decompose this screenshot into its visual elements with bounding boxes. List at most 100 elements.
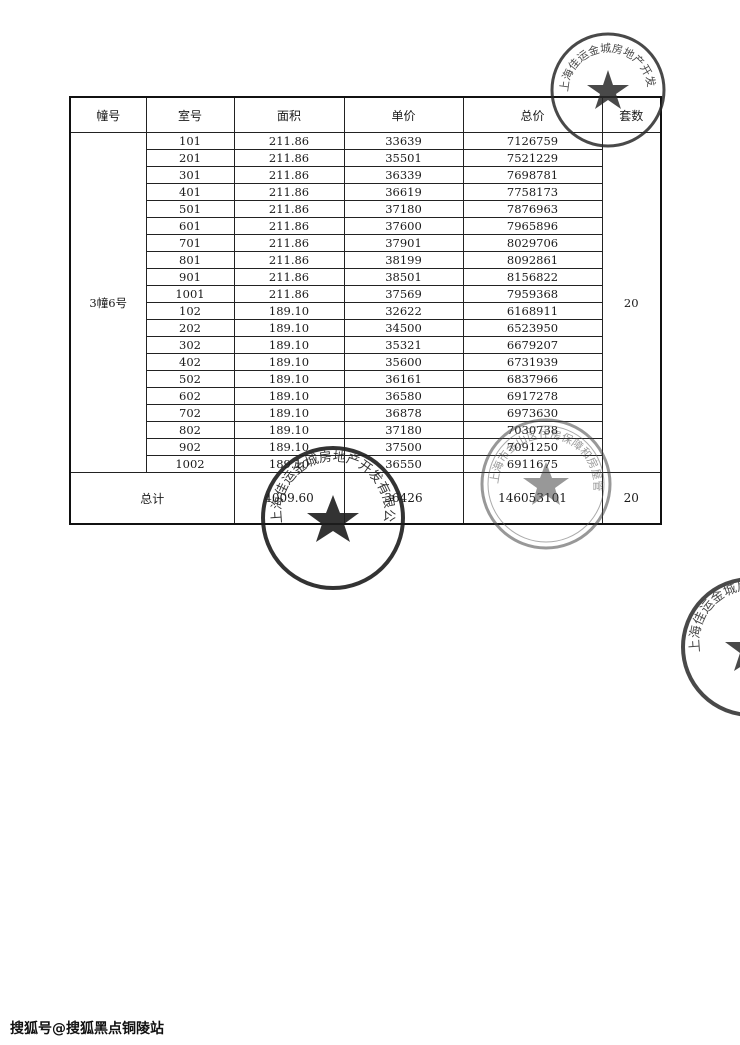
unit-price-cell: 36161: [343, 370, 464, 388]
unit-price-cell: 37569: [343, 285, 464, 303]
area-cell: 211.86: [233, 285, 345, 303]
unit-price-cell: 37180: [343, 200, 464, 218]
total-row: 总计 4009.60 36426 146053101 20: [69, 472, 662, 525]
total-price-cell: 6523950: [462, 319, 603, 337]
area-cell: 211.86: [233, 132, 345, 150]
room-cell: 501: [145, 200, 235, 218]
svg-text:上海佳运金城房地产开发有限公司: 上海佳运金城房地产开发有限公司: [548, 30, 659, 92]
total-price-cell: 6973630: [462, 404, 603, 422]
room-cell: 701: [145, 234, 235, 252]
area-cell: 189.10: [233, 387, 345, 405]
area-cell: 189.10: [233, 302, 345, 320]
total-price-cell: 7698781: [462, 166, 603, 184]
unit-price-cell: 34500: [343, 319, 464, 337]
room-cell: 801: [145, 251, 235, 269]
unit-price-cell: 35501: [343, 149, 464, 167]
area-cell: 211.86: [233, 268, 345, 286]
seal-text: 上海佳运金城房地产开发有限公司: [548, 30, 659, 92]
unit-price-cell: 36580: [343, 387, 464, 405]
total-price-cell: 8029706: [462, 234, 603, 252]
area-cell: 211.86: [233, 200, 345, 218]
unit-price-cell: 32622: [343, 302, 464, 320]
unit-price-cell: 38199: [343, 251, 464, 269]
total-price-cell: 6917278: [462, 387, 603, 405]
total-unit-price: 36426: [343, 472, 464, 525]
total-price-cell: 7876963: [462, 200, 603, 218]
unit-price-cell: 37901: [343, 234, 464, 252]
room-cell: 502: [145, 370, 235, 388]
total-total-price: 146053101: [462, 472, 603, 525]
area-cell: 211.86: [233, 166, 345, 184]
area-cell: 211.86: [233, 183, 345, 201]
room-cell: 902: [145, 438, 235, 456]
header-room: 室号: [145, 96, 235, 133]
total-price-cell: 7126759: [462, 132, 603, 150]
total-count: 20: [601, 472, 662, 525]
total-price-cell: 7030738: [462, 421, 603, 439]
room-cell: 601: [145, 217, 235, 235]
unit-price-cell: 36619: [343, 183, 464, 201]
room-cell: 202: [145, 319, 235, 337]
room-cell: 401: [145, 183, 235, 201]
unit-price-cell: 35600: [343, 353, 464, 371]
star-icon: [725, 642, 740, 671]
room-cell: 1001: [145, 285, 235, 303]
room-cell: 602: [145, 387, 235, 405]
total-price-cell: 6911675: [462, 455, 603, 473]
area-cell: 189.10: [233, 353, 345, 371]
unit-count-cell: 20: [601, 132, 662, 473]
unit-price-cell: 33639: [343, 132, 464, 150]
area-cell: 211.86: [233, 251, 345, 269]
total-area: 4009.60: [233, 472, 345, 525]
total-label: 总计: [69, 472, 235, 525]
room-cell: 301: [145, 166, 235, 184]
total-price-cell: 7758173: [462, 183, 603, 201]
room-cell: 802: [145, 421, 235, 439]
room-cell: 702: [145, 404, 235, 422]
unit-price-cell: 37600: [343, 217, 464, 235]
area-cell: 211.86: [233, 217, 345, 235]
header-count: 套数: [601, 96, 662, 133]
total-price-cell: 7091250: [462, 438, 603, 456]
unit-price-cell: 37180: [343, 421, 464, 439]
watermark: 搜狐号@搜狐黑点铜陵站: [10, 1021, 164, 1037]
total-price-cell: 6168911: [462, 302, 603, 320]
seal-text: 上海佳运金城房地产开发有限公司: [676, 572, 740, 653]
svg-text:上海佳运金城房地产开发有限公司: 上海佳运金城房地产开发有限公司: [676, 572, 740, 653]
area-cell: 189.10: [233, 438, 345, 456]
building-cell: 3幢6号: [69, 132, 147, 473]
area-cell: 189.10: [233, 370, 345, 388]
area-cell: 189.10: [233, 319, 345, 337]
room-cell: 101: [145, 132, 235, 150]
header-row: 幢号 室号 面积 单价 总价 套数: [69, 96, 662, 133]
header-building: 幢号: [69, 96, 147, 133]
room-cell: 901: [145, 268, 235, 286]
area-cell: 189.10: [233, 455, 345, 473]
company-seal-edge: 上海佳运金城房地产开发有限公司: [676, 572, 740, 722]
area-cell: 189.10: [233, 404, 345, 422]
unit-price-cell: 35321: [343, 336, 464, 354]
header-total-price: 总价: [462, 96, 603, 133]
room-cell: 1002: [145, 455, 235, 473]
unit-price-cell: 36339: [343, 166, 464, 184]
room-cell: 302: [145, 336, 235, 354]
unit-price-cell: 37500: [343, 438, 464, 456]
area-cell: 189.10: [233, 421, 345, 439]
